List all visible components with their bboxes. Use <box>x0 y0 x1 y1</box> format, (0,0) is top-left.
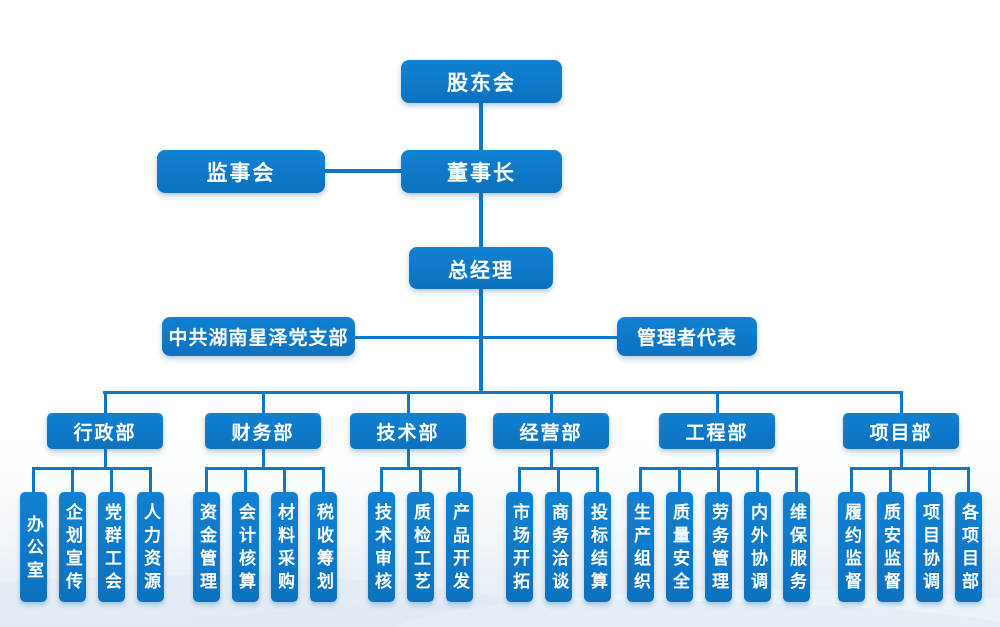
connector-line <box>32 467 35 492</box>
sub-dept-box: 维保服务 <box>783 492 810 602</box>
connector-line <box>103 391 903 394</box>
connector-line <box>458 467 461 492</box>
connector-line <box>550 447 553 468</box>
connector-line <box>716 391 719 413</box>
sub-dept-box: 会计核算 <box>232 492 259 602</box>
connector-line <box>850 467 970 470</box>
connector-line <box>149 467 152 492</box>
connector-line <box>419 467 422 492</box>
sub-dept-box: 商务洽谈 <box>545 492 572 602</box>
sub-dept-box: 产品开发 <box>446 492 473 602</box>
connector-line <box>262 391 265 413</box>
connector-line <box>407 447 410 468</box>
sub-dept-box: 市场开拓 <box>506 492 533 602</box>
sub-dept-box: 生产组织 <box>627 492 654 602</box>
node-management-representative: 管理者代表 <box>617 317 757 356</box>
connector-line <box>596 467 599 492</box>
connector-line <box>407 391 410 413</box>
sub-dept-box: 质安监督 <box>877 492 904 602</box>
connector-line <box>550 391 553 413</box>
sub-dept-box: 资金管理 <box>193 492 220 602</box>
dept-finance: 财务部 <box>205 413 321 449</box>
connector-line <box>110 467 113 492</box>
connector-line <box>283 467 286 492</box>
connector-line <box>205 467 208 492</box>
sub-dept-box: 税收筹划 <box>310 492 337 602</box>
connector-line <box>557 467 560 492</box>
connector-line <box>795 467 798 492</box>
connector-line <box>104 391 107 413</box>
connector-line <box>639 467 642 492</box>
connector-line <box>900 447 903 468</box>
connector-line <box>71 467 74 492</box>
dept-administration: 行政部 <box>47 413 163 449</box>
sub-dept-box: 技术审核 <box>368 492 395 602</box>
connector-line <box>244 467 247 492</box>
sub-dept-box: 各项目部 <box>955 492 982 602</box>
connector-line <box>678 467 681 492</box>
connector-line <box>716 447 719 468</box>
sub-dept-box: 内外协调 <box>744 492 771 602</box>
connector-line <box>850 467 853 492</box>
connector-line <box>928 467 931 492</box>
node-shareholders-meeting: 股东会 <box>401 60 562 103</box>
sub-dept-box: 质检工艺 <box>407 492 434 602</box>
connector-line <box>479 192 483 248</box>
node-chairman: 董事长 <box>401 150 562 193</box>
sub-dept-box: 人力资源 <box>137 492 164 602</box>
connector-line <box>717 467 720 492</box>
sub-dept-box: 投标结算 <box>584 492 611 602</box>
connector-line <box>518 467 521 492</box>
sub-dept-box: 材料采购 <box>271 492 298 602</box>
background-wave <box>150 600 1000 627</box>
sub-dept-box: 办公室 <box>20 492 47 602</box>
connector-line <box>756 467 759 492</box>
connector-line <box>355 336 617 339</box>
connector-line <box>32 467 152 470</box>
sub-dept-box: 劳务管理 <box>705 492 732 602</box>
connector-line <box>262 447 265 468</box>
dept-operations: 经营部 <box>493 413 609 449</box>
connector-line <box>900 391 903 413</box>
connector-line <box>380 467 383 492</box>
sub-dept-box: 质量安全 <box>666 492 693 602</box>
connector-line <box>967 467 970 492</box>
sub-dept-box: 党群工会 <box>98 492 125 602</box>
connector-line <box>889 467 892 492</box>
dept-engineering: 工程部 <box>659 413 775 449</box>
sub-dept-box: 项目协调 <box>916 492 943 602</box>
node-supervisory-board: 监事会 <box>157 150 325 193</box>
node-party-branch: 中共湖南星泽党支部 <box>162 317 355 356</box>
connector-line <box>322 467 325 492</box>
sub-dept-box: 企划宣传 <box>59 492 86 602</box>
sub-dept-box: 履约监督 <box>838 492 865 602</box>
dept-technology: 技术部 <box>350 413 466 449</box>
connector-line <box>479 289 483 393</box>
node-general-manager: 总经理 <box>409 247 553 289</box>
dept-project: 项目部 <box>843 413 959 449</box>
connector-line <box>104 447 107 468</box>
connector-line <box>479 102 483 150</box>
connector-line <box>325 169 402 173</box>
connector-line <box>205 467 325 470</box>
